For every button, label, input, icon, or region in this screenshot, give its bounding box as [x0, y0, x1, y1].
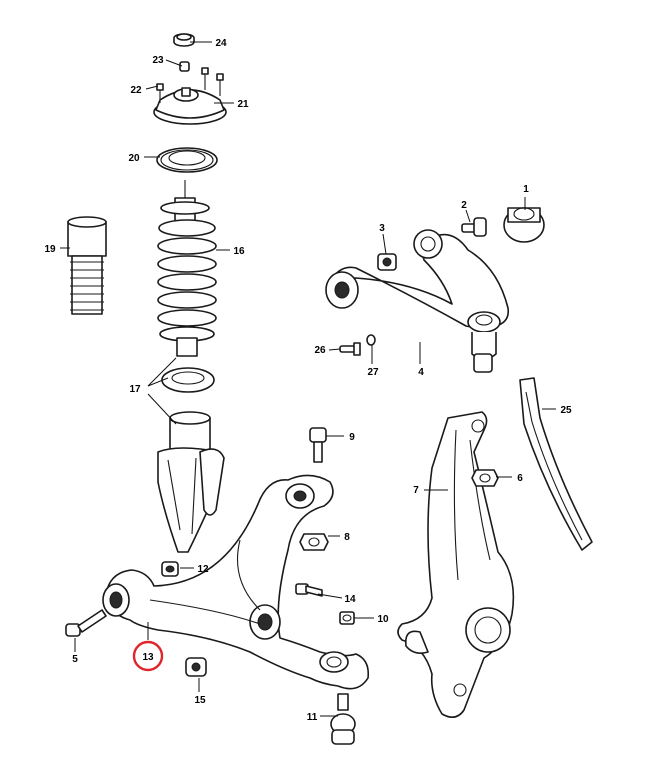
upper-control-arm [325, 229, 510, 373]
upper-arm-bushing [503, 207, 545, 243]
callout-23: 23 [152, 55, 164, 66]
callout-22: 22 [130, 85, 142, 96]
strut-mount-nut [179, 61, 190, 72]
lower-ball-joint [330, 693, 356, 745]
callout-13-highlight-circle [132, 640, 164, 672]
lower-arm-rear-nut [299, 533, 329, 551]
steering-knuckle [397, 411, 515, 718]
brake-hose-bracket [519, 377, 593, 551]
coil-spring-strut [157, 180, 217, 357]
upper-arm-washer [366, 334, 376, 346]
sensor-bolt [295, 583, 323, 597]
lower-arm-front-nut [161, 561, 179, 577]
callout-27: 27 [367, 367, 379, 378]
strut-top-mount [153, 67, 227, 125]
callout-12: 12 [197, 564, 209, 575]
callout-labels: 1 2 3 4 5 6 7 8 9 10 11 12 13 14 15 16 1… [44, 38, 572, 723]
upper-arm-bolt [461, 217, 487, 237]
knuckle-nut [471, 469, 499, 487]
callout-4: 4 [418, 367, 424, 378]
lower-control-arm [102, 474, 370, 690]
callout-1: 1 [523, 184, 529, 195]
callout-21: 21 [237, 99, 249, 110]
clevis-bolt [309, 427, 327, 463]
callout-8: 8 [344, 532, 350, 543]
callout-26: 26 [314, 345, 326, 356]
upper-spring-isolator [156, 147, 218, 173]
lower-spring-isolator [161, 367, 215, 393]
ball-joint-nut [339, 611, 355, 625]
lower-arm-bolt [65, 609, 107, 637]
grease-fitting-screw [339, 342, 361, 356]
callout-14: 14 [344, 594, 356, 605]
callout-13: 13 [142, 652, 154, 663]
lower-arm-nut [185, 657, 207, 677]
callout-16: 16 [233, 246, 245, 257]
callout-15: 15 [194, 695, 206, 706]
callout-2: 2 [461, 200, 467, 211]
callout-5: 5 [72, 654, 78, 665]
callout-9: 9 [349, 432, 355, 443]
callout-20: 20 [128, 153, 140, 164]
callout-6: 6 [517, 473, 523, 484]
strut-top-nut [173, 33, 195, 47]
callout-10: 10 [377, 614, 389, 625]
callout-7: 7 [413, 485, 419, 496]
strut-clevis-bracket [157, 411, 225, 553]
callout-24: 24 [215, 38, 227, 49]
strut-dust-boot [67, 216, 107, 315]
upper-arm-nut [377, 253, 397, 271]
callout-3: 3 [379, 223, 385, 234]
callout-25: 25 [560, 405, 572, 416]
callout-11: 11 [307, 712, 318, 723]
callout-17: 17 [129, 384, 141, 395]
callout-19: 19 [44, 244, 56, 255]
leader-lines [60, 41, 556, 717]
